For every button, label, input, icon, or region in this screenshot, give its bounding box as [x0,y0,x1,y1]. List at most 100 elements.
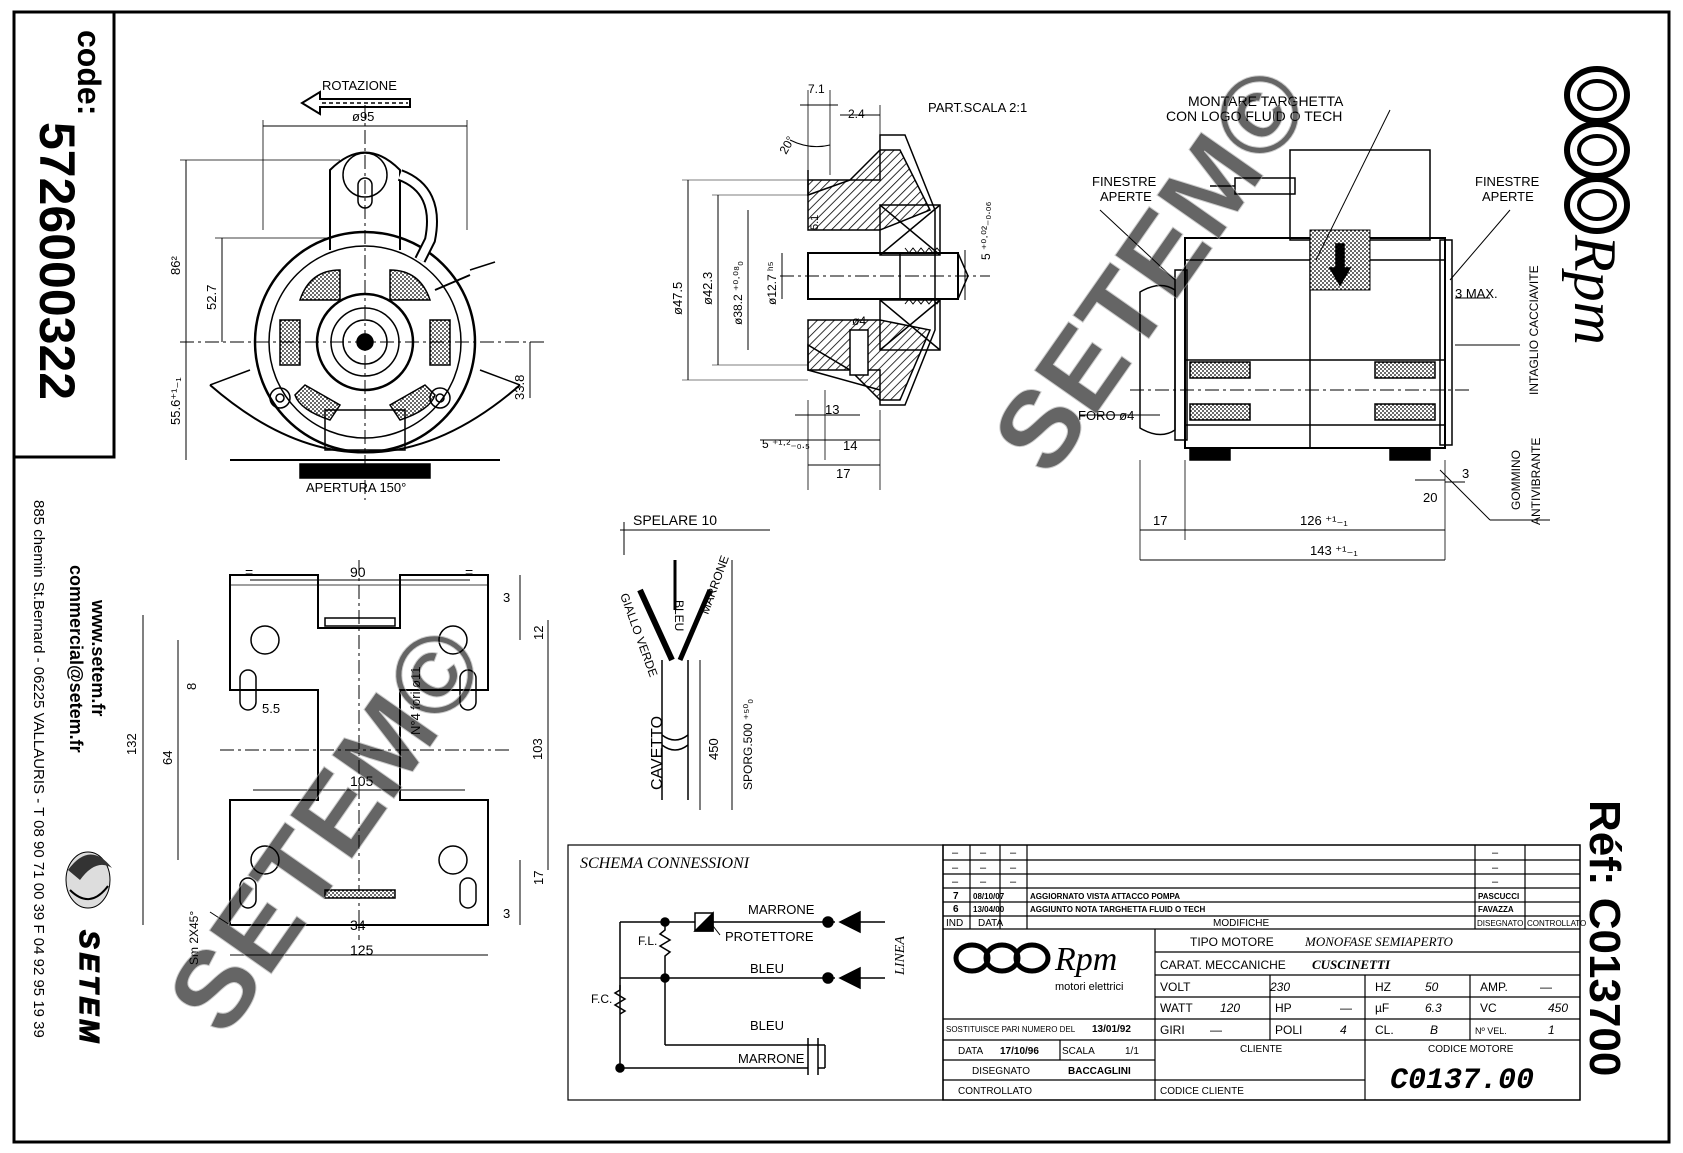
wire-yellow-green: GIALLO VERDE [617,591,660,679]
carat-label: CARAT. MECCANICHE [1160,958,1286,972]
hdr-disegnato: DISEGNATO [1477,919,1523,928]
dim-d47-5: ø47.5 [670,282,685,315]
schema-marrone-top: MARRONE [748,902,815,917]
codice-motore-value: C0137.00 [1390,1064,1534,1098]
max-label: 3 MAX. [1455,286,1498,301]
rpm-logo-text: Rpm [1562,234,1628,345]
uf-value: 6.3 [1425,1001,1442,1015]
title-rpm-logo-icon [953,942,1051,974]
scala-value: 1/1 [1125,1046,1139,1057]
title-logo-text: Rpm [1054,941,1117,978]
volt-label: VOLT [1160,980,1191,994]
nvel-label: Nº VEL. [1475,1026,1507,1036]
dim-7-1: 7.1 [808,82,825,96]
rev-drawn-2: FAVAZZA [1478,905,1514,914]
dim-103: 103 [530,738,545,760]
dim-125: 125 [350,942,374,958]
cl-value: B [1430,1023,1438,1037]
cable-strip-label: SPELARE 10 [633,512,717,528]
base-plate-view [142,560,549,956]
windows-left-label: FINESTRE [1092,174,1157,189]
schema-fc: F.C. [591,992,612,1006]
amp-label: AMP. [1480,980,1508,994]
rev-date-2: 13/04/00 [973,905,1005,914]
setem-logo-icon [65,851,112,909]
dash: – [952,862,959,874]
motor-specs: TIPO MOTORE MONOFASE SEMIAPERTO CARAT. M… [1160,934,1568,1037]
wire-blue: BLEU [672,600,686,631]
windows-right-label-2: APERTE [1482,189,1534,204]
dash: – [1492,847,1499,859]
amp-value: — [1540,980,1552,994]
address-text: 885 chemin St.Bernard - 06225 VALLAURIS … [30,500,47,1038]
schema-bleu-2: BLEU [750,1018,784,1033]
windows-right-label: FINESTRE [1475,174,1540,189]
plate-label-2: CON LOGO FLUID O TECH [1166,108,1342,124]
dash: – [1492,862,1499,874]
poli-value: 4 [1340,1023,1347,1037]
rotation-arrow-icon [300,90,411,116]
email-text: commercial@setem.fr [66,565,86,753]
sostituisce-label: SOSTITUISCE PARI NUMERO DEL [946,1025,1076,1034]
tipo-label: TIPO MOTORE [1190,935,1274,949]
dim-d12-7: ø12.7 ʰ⁵ [765,261,779,305]
dim-3-bottom: 3 [503,906,510,921]
dim-17-detail: 17 [836,466,850,481]
hp-value: — [1340,1001,1352,1015]
schema-linea: LINEA [893,936,908,976]
opening-label: APERTURA 150° [306,480,406,495]
controllato-label: CONTROLLATO [958,1086,1032,1097]
dim-33-8: 33.8 [512,375,527,400]
hole-label: FORO ø4 [1078,408,1134,423]
dash: – [1010,862,1017,874]
cable-detail [620,522,770,810]
arrow-left-icon [838,966,861,990]
rev-n-2: 6 [953,904,959,915]
dash: – [980,876,987,888]
sidebar-contact: www.setem.fr commercial@setem.fr 885 che… [30,500,112,1047]
watt-value: 120 [1220,1001,1240,1015]
watt-label: WATT [1160,1001,1193,1015]
detail-view [682,90,990,490]
cliente-label: CLIENTE [1240,1044,1283,1055]
dash: – [980,847,987,859]
cl-label: CL. [1375,1023,1394,1037]
rev-drawn-1: PASCUCCI [1478,892,1519,901]
side-view [1080,109,1550,561]
dim-34: 34 [350,917,366,933]
cable-sporg: SPORG.500 ⁺⁵⁰₀ [741,699,755,790]
dim-5-5: 5.5 [262,701,280,716]
holes-label: N°4 fori ø11 [408,666,423,735]
dim-105: 105 [350,773,374,789]
dim-13: 13 [825,402,839,417]
connection-schema [567,844,944,1101]
code-box [12,10,116,459]
tipo-value: MONOFASE SEMIAPERTO [1304,934,1454,949]
dim-12: 12 [531,626,546,640]
dim-2-4: 2.4 [848,107,865,121]
dim-20deg: 20° [776,134,797,157]
hz-label: HZ [1375,980,1391,994]
detail-scale-label: PART.SCALA 2:1 [928,100,1027,115]
code-label: code: [71,30,107,115]
giri-value: — [1210,1023,1222,1037]
slot-label: INTAGLIO CACCIAVITE [1527,265,1541,395]
dim-55-6: 55.6⁺¹₋₁ [168,377,183,425]
watermark-2: SETEM© [144,606,509,1053]
wire-brown: MARRONE [698,554,732,616]
dim-52-7: 52.7 [204,285,219,310]
arrow-left-icon [838,910,861,934]
dash: – [980,862,987,874]
website-text: www.setem.fr [88,599,108,716]
dim-17-side: 17 [1153,513,1167,528]
schema-title: SCHEMA CONNESSIONI [580,855,750,872]
vc-label: VC [1480,1001,1497,1015]
hdr-controllato: CONTROLLATO [1527,919,1586,928]
scala-label: SCALA [1062,1046,1095,1057]
nvel-value: 1 [1548,1023,1555,1037]
hdr-ind: IND [946,918,963,929]
data-value: 17/10/96 [1000,1046,1039,1057]
setem-logo-text: SETEM [74,930,105,1046]
dim-20-side: 20 [1423,490,1437,505]
